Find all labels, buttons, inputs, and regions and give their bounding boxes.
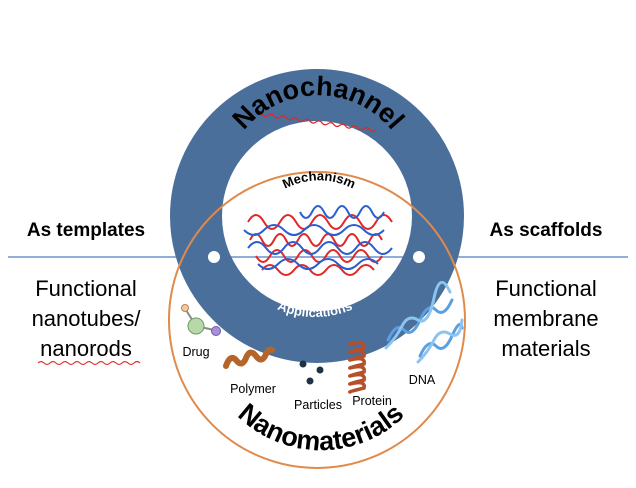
nanochannel-underline bbox=[256, 111, 376, 133]
left-line-2: nanotubes/ bbox=[32, 306, 142, 331]
left-connector-dot bbox=[208, 251, 220, 263]
protein-label: Protein bbox=[352, 394, 392, 408]
nanochannel-ring bbox=[170, 69, 464, 363]
particles-label: Particles bbox=[294, 398, 342, 412]
mechanism-label: Mechanism bbox=[280, 168, 358, 191]
left-line-3: nanorods bbox=[40, 336, 132, 361]
right-connector-dot bbox=[413, 251, 425, 263]
drug-label: Drug bbox=[182, 345, 209, 359]
spellcheck-underline bbox=[37, 360, 141, 366]
dna-icon bbox=[384, 281, 464, 364]
right-line-1: Functional bbox=[495, 276, 597, 301]
right-line-2: membrane bbox=[493, 306, 598, 331]
dna-label: DNA bbox=[409, 373, 436, 387]
right-line-3: materials bbox=[501, 336, 590, 361]
polymer-tangle bbox=[243, 205, 393, 276]
nanomaterials-circle bbox=[168, 171, 466, 469]
polymer-icon bbox=[223, 346, 275, 369]
particles-icon bbox=[299, 360, 324, 385]
left-heading: As templates bbox=[27, 220, 145, 241]
protein-icon bbox=[348, 340, 366, 394]
left-line-1: Functional bbox=[35, 276, 137, 301]
drug-icon bbox=[181, 304, 221, 336]
applications-label: Applications bbox=[276, 298, 354, 320]
right-heading: As scaffolds bbox=[490, 220, 603, 241]
polymer-label: Polymer bbox=[230, 382, 276, 396]
